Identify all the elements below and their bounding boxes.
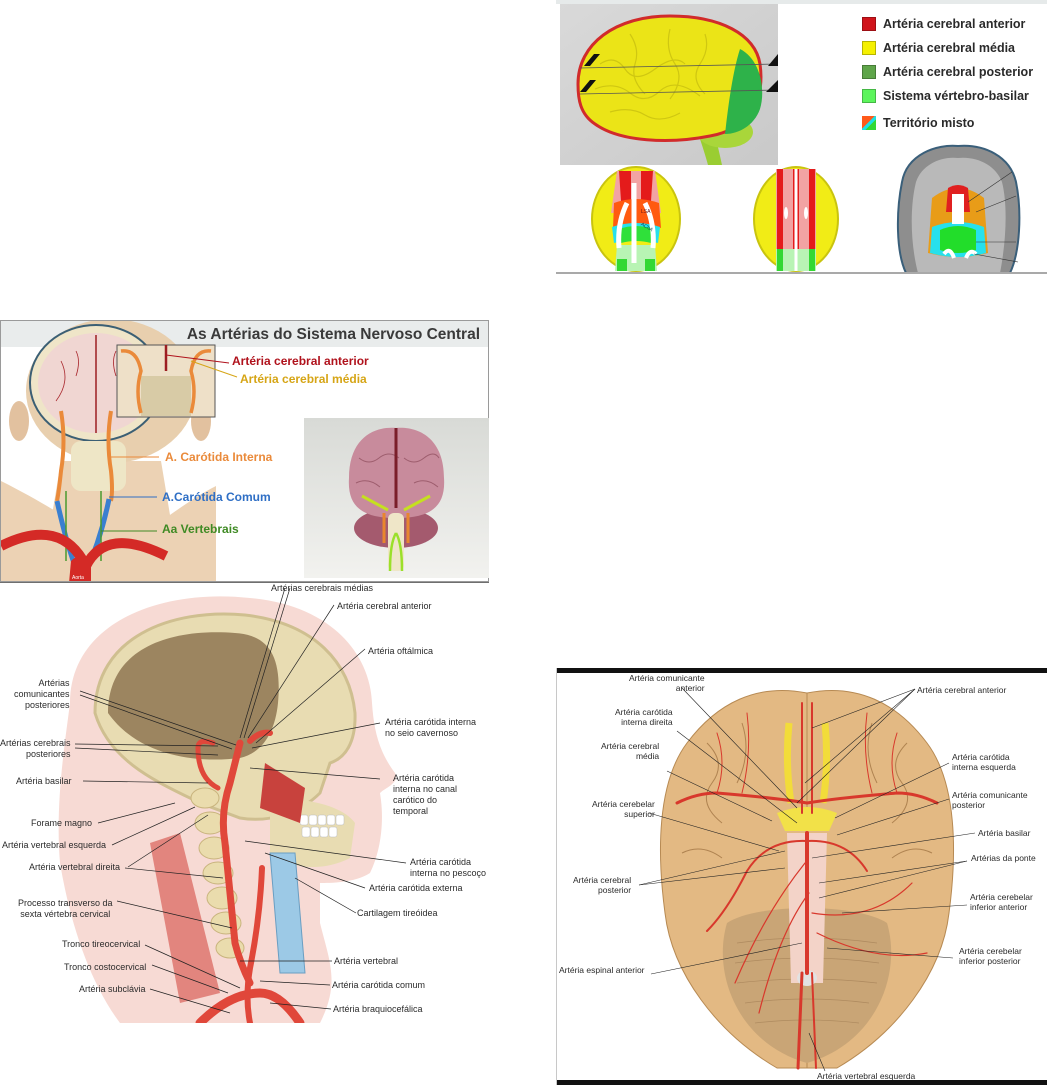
figure-bottom-border [556,272,1047,274]
label-foramen-magnum: Forame magno [31,818,93,828]
label-vertebral: Aa Vertebrais [162,522,239,536]
legend-label: Sistema vértebro-basilar [883,89,1029,103]
label-ica-carotid-canal: Artéria carótida interna no canal caróti… [393,773,458,816]
legend-label: Artéria cerebral anterior [883,17,1026,31]
brain-base-illustration [638,687,976,1072]
label-thyrocervical-trunk: Tronco tireocervical [62,939,141,949]
label-transverse-process-c6: Processo transverso da sexta vértebra ce… [18,898,113,919]
label-pontine-arteries: Artérias da ponte [971,853,1036,863]
label-middle-cerebral: Artéria cerebral média [601,741,660,761]
label-anterior-inferior-cerebellar: Artéria cerebelar inferior anterior [970,892,1033,912]
label-costocervical-trunk: Tronco costocervical [64,962,147,972]
figure-brain-base-arteries: Artéria comunicante anterior Artéria cer… [556,668,1047,1085]
label-left-vertebral: Artéria vertebral esquerda [817,1071,916,1081]
territory-legend: Artéria cerebral anterior Artéria cerebr… [862,12,1033,135]
label-vertebral-artery: Artéria vertebral [334,956,399,966]
label-ica-cavernous-sinus: Artéria carótida interna no seio caverno… [385,717,477,738]
label-brachiocephalic-artery: Artéria braquiocefálica [333,1004,423,1014]
label-right-vertebral-artery: Artéria vertebral direita [29,862,121,872]
label-posterior-communicating-arteries: Artérias comunicantes posteriores [14,678,70,710]
figure-top-border [557,668,1047,673]
legend-swatch [862,65,876,79]
pca-territory [725,49,763,134]
figure-lateral-head-arteries: Artérias cerebrais médias Artéria cerebr… [0,582,489,1023]
legend-item-vertebrobasilar: Sistema vértebro-basilar [862,84,1033,108]
axial-slice-high [753,166,839,272]
lateral-head-illustration [58,587,407,1023]
label-middle-cerebral: Artéria cerebral média [240,372,367,386]
legend-item-mixed: Território misto [862,111,1033,135]
label-common-carotid-artery: Artéria carótida comum [332,980,426,990]
label-middle-cerebral-arteries: Artérias cerebrais médias [271,583,374,593]
axial-slice-markers [579,54,778,95]
axial-slice-mri [896,144,1021,273]
axial-slice-low: LSA AChA [591,166,681,272]
label-common-carotid: A.Carótida Comum [162,490,271,504]
label-posterior-communicating: Artéria comunicante posterior [952,790,1028,810]
label-left-internal-carotid: Artéria carótida interna esquerda [952,752,1016,772]
figure-bottom-border [557,1080,1047,1085]
label-basilar-artery: Artéria basilar [16,776,72,786]
label-internal-carotid: A. Carótida Interna [165,450,273,464]
label-posterior-cerebral-arteries: Artérias cerebrais posteriores [0,738,71,759]
label-ophthalmic-artery: Artéria oftálmica [368,646,434,656]
legend-label: Território misto [883,116,975,130]
figure-top-border [556,0,1047,4]
label-superior-cerebellar: Artéria cerebelar superior [592,799,655,819]
label-basilar: Artéria basilar [978,828,1031,838]
figure-title: As Artérias do Sistema Nervoso Central [186,326,480,343]
label-thyroid-cartilage: Cartilagem tireóidea [357,908,438,918]
legend-item-aca: Artéria cerebral anterior [862,12,1033,36]
label-right-internal-carotid: Artéria carótida interna direita [615,707,673,727]
head-neck-illustration: Aorta [1,321,216,581]
cns-leader-lines [101,354,238,532]
label-anterior-cerebral-artery: Artéria cerebral anterior [337,601,432,611]
label-anterior-communicating: Artéria comunicante anterior [629,673,705,693]
figure-cns-arteries: Aorta As Artérias do Sistema Nervoso Cen… [0,320,489,582]
label-external-carotid: Artéria carótida externa [369,883,463,893]
legend-swatch [862,41,876,55]
aorta-label: Aorta [72,575,84,581]
legend-label: Artéria cerebral média [883,41,1016,55]
label-left-vertebral-artery: Artéria vertebral esquerda [2,840,107,850]
label-anterior-cerebral: Artéria cerebral anterior [917,685,1007,695]
legend-swatch [862,17,876,31]
figure-vascular-territories: Artéria cerebral anterior Artéria cerebr… [556,0,1047,275]
label-anterior-spinal: Artéria espinal anterior [559,965,645,975]
label-subclavian-artery: Artéria subclávia [79,984,146,994]
legend-swatch [862,116,876,130]
label-anterior-cerebral: Artéria cerebral anterior [232,354,369,368]
legend-swatch [862,89,876,103]
label-posterior-inferior-cerebellar: Artéria cerebelar inferior posterior [959,946,1022,966]
lsa-label: LSA [641,209,651,215]
brain-frontal-3d [304,418,489,578]
legend-item-pca: Artéria cerebral posterior [862,60,1033,84]
label-ica-neck: Artéria carótida interna no pescoço [410,857,487,878]
lateral-brain-illustration [560,4,778,165]
label-posterior-cerebral: Artéria cerebral posterior [573,875,632,895]
legend-item-mca: Artéria cerebral média [862,36,1033,60]
legend-label: Artéria cerebral posterior [883,65,1034,79]
